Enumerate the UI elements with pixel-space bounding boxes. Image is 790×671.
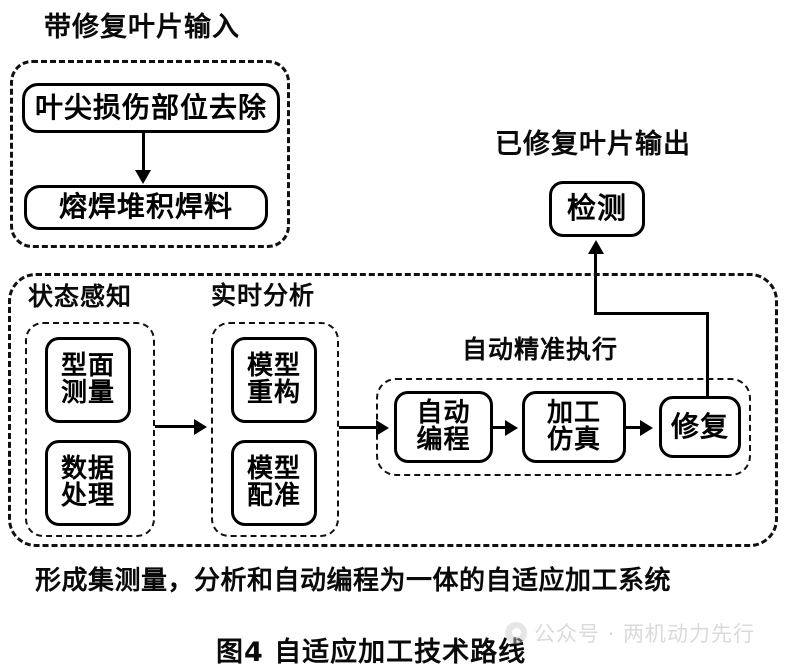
node-data-processing-line1: 数据: [60, 454, 115, 485]
output-group-label: 已修复叶片输出: [495, 129, 691, 160]
node-model-reconstruction-line1: 模型: [246, 351, 301, 382]
node-auto-programming-line1: 自动: [416, 398, 471, 429]
watermark: 公众号 · 两机动力先行: [505, 618, 755, 648]
node-auto-programming-line2: 编程: [416, 425, 471, 455]
connector-to-inspection-horizontal: [594, 312, 709, 315]
connector-sensing-to-analysis-arrowhead: [194, 419, 207, 435]
node-profile-measurement-line1: 型面: [60, 351, 115, 382]
node-model-registration-line2: 配准: [246, 481, 301, 511]
caption-summary: 形成集测量，分析和自动编程为一体的自适应加工系统: [35, 566, 672, 596]
node-repair[interactable]: 修复: [659, 396, 741, 458]
group-container-auto-precise-execution: [376, 378, 751, 476]
node-machining-simulation-line1: 加工: [546, 398, 601, 429]
node-model-registration-line1: 模型: [246, 454, 301, 485]
node-machining-simulation[interactable]: 加工 仿真: [522, 391, 626, 463]
connector-to-inspection-arrowhead: [588, 240, 604, 254]
node-model-reconstruction-line2: 重构: [246, 378, 301, 408]
caption-figure-number: 图4 自适应加工技术路线: [216, 637, 527, 668]
group-container-realtime-analysis: [211, 322, 339, 537]
adaptive-system-container: [8, 273, 778, 547]
group-label-realtime-analysis: 实时分析: [211, 281, 316, 310]
node-model-registration[interactable]: 模型 配准: [231, 440, 317, 526]
node-model-reconstruction[interactable]: 模型 重构: [231, 337, 317, 423]
node-data-processing-line2: 处理: [60, 481, 115, 511]
connector-input-vertical: [142, 133, 145, 175]
connector-sensing-to-analysis-line: [155, 425, 197, 428]
connector-to-inspection-vertical: [594, 253, 597, 315]
connector-programming-to-simulation-line: [493, 426, 507, 429]
connector-analysis-to-execution-line: [339, 426, 379, 429]
watermark-logo-icon: [505, 622, 527, 644]
connector-simulation-to-repair-arrowhead: [640, 420, 653, 436]
node-weld-deposit-filler[interactable]: 熔焊堆积焊料: [24, 185, 268, 230]
connector-programming-to-simulation-arrowhead: [505, 420, 518, 436]
connector-simulation-to-repair-line: [626, 426, 642, 429]
node-auto-programming[interactable]: 自动 编程: [394, 391, 493, 463]
node-profile-measurement[interactable]: 型面 测量: [45, 337, 131, 423]
group-label-state-sensing: 状态感知: [28, 282, 133, 311]
input-group-label: 带修复叶片输入: [44, 12, 240, 43]
group-container-state-sensing: [25, 322, 155, 537]
node-machining-simulation-line2: 仿真: [546, 425, 601, 455]
group-label-auto-precise-execution: 自动精准执行: [462, 335, 619, 364]
input-group-container: [10, 60, 290, 248]
connector-analysis-to-execution-arrowhead: [376, 420, 389, 436]
node-profile-measurement-line2: 测量: [60, 378, 115, 408]
node-tip-damage-removal[interactable]: 叶尖损伤部位去除: [22, 83, 280, 133]
node-data-processing[interactable]: 数据 处理: [45, 440, 131, 526]
connector-from-repair-vertical: [706, 312, 709, 396]
connector-input-arrowhead: [135, 170, 151, 184]
watermark-text: 公众号 · 两机动力先行: [534, 622, 756, 646]
node-inspection[interactable]: 检测: [549, 181, 645, 237]
